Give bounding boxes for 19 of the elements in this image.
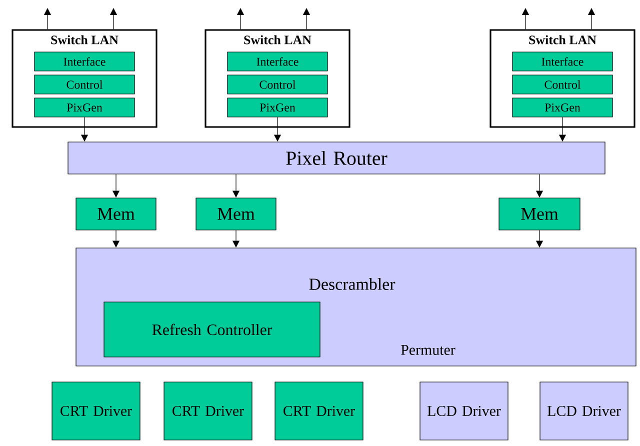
block-bar: PixGen: [227, 98, 328, 118]
memory-box: Mem: [196, 198, 276, 230]
memory-box: Mem: [76, 198, 156, 230]
driver-box: CRT Driver: [52, 382, 140, 440]
driver-box: CRT Driver: [164, 382, 252, 440]
block-bar: PixGen: [34, 98, 135, 118]
driver-box: CRT Driver: [274, 382, 364, 440]
block-bar: Control: [512, 74, 613, 94]
controller-box: Refresh Controller: [104, 302, 320, 358]
block-bar: PixGen: [512, 98, 613, 118]
driver-box: LCD Driver: [540, 382, 628, 440]
block-bar: Control: [34, 74, 135, 94]
router-bar: Pixel Router: [68, 142, 606, 174]
driver-box: LCD Driver: [420, 382, 508, 440]
block-bar: Interface: [512, 52, 613, 72]
block-bar: Control: [227, 74, 328, 94]
block-bar: Interface: [227, 52, 328, 72]
memory-box: Mem: [498, 198, 580, 230]
block-bar: Interface: [34, 52, 135, 72]
